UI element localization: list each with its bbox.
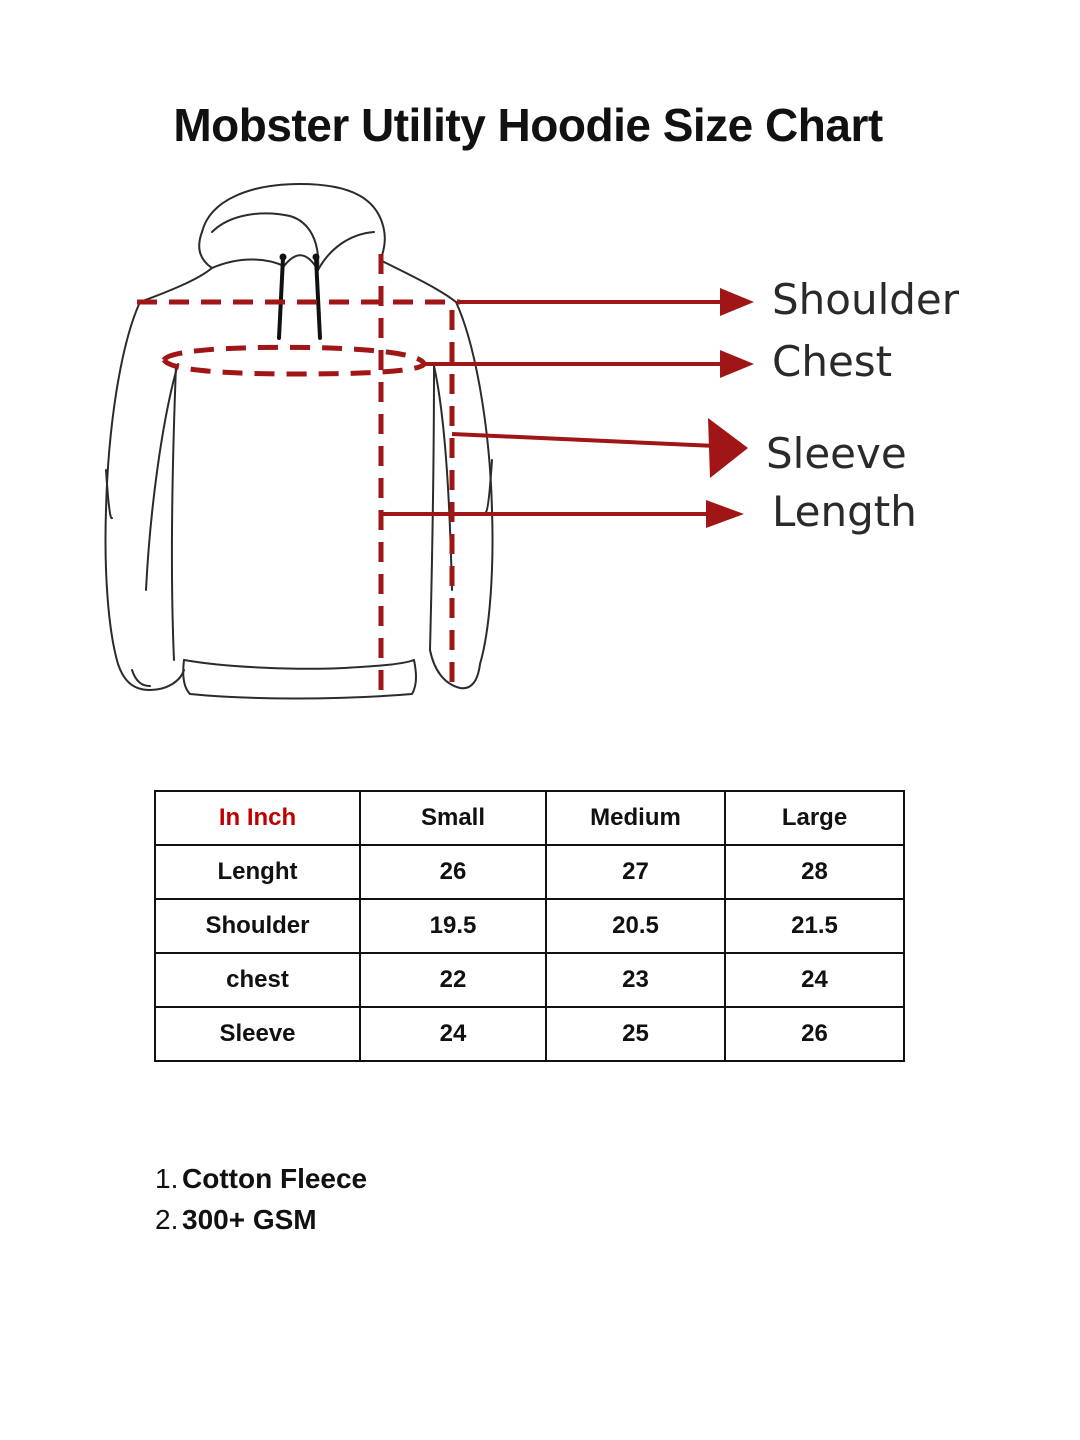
hoodie-illustration: Shoulder Chest Sleeve Length [104, 183, 960, 700]
list-number: 2. [155, 1204, 179, 1235]
spec-list: 1. Cotton Fleece 2. 300+ GSM [155, 1158, 367, 1240]
label-chest: Chest [772, 337, 892, 386]
arrow-lines [381, 300, 728, 516]
chest-guide [161, 344, 427, 377]
table-row: Sleeve 24 25 26 [154, 1006, 905, 1062]
table-cell: 23 [545, 952, 726, 1008]
row-label: Shoulder [154, 898, 361, 954]
chest-arrow-icon [720, 350, 754, 378]
column-header-large: Large [724, 790, 905, 846]
shoulder-arrow-icon [720, 288, 754, 316]
table-row: chest 22 23 24 [154, 952, 905, 1008]
table-cell: 24 [359, 1006, 547, 1062]
table-cell: 20.5 [545, 898, 726, 954]
table-cell: 28 [724, 844, 905, 900]
row-label: Sleeve [154, 1006, 361, 1062]
table-cell: 21.5 [724, 898, 905, 954]
list-item: 1. Cotton Fleece [155, 1158, 367, 1199]
table-cell: 27 [545, 844, 726, 900]
column-header-small: Small [359, 790, 547, 846]
list-item: 2. 300+ GSM [155, 1199, 367, 1240]
spec-weight: 300+ GSM [182, 1204, 317, 1235]
page-title: Mobster Utility Hoodie Size Chart [173, 99, 883, 151]
table-cell: 22 [359, 952, 547, 1008]
row-label: Lenght [154, 844, 361, 900]
length-arrow-icon [706, 500, 744, 528]
sleeve-arrow-icon [708, 418, 748, 478]
table-cell: 25 [545, 1006, 726, 1062]
size-table: In Inch Small Medium Large Lenght 26 27 … [154, 790, 905, 1062]
row-label: chest [154, 952, 361, 1008]
table-row: Shoulder 19.5 20.5 21.5 [154, 898, 905, 954]
column-header-medium: Medium [545, 790, 726, 846]
table-row: Lenght 26 27 28 [154, 844, 905, 900]
hoodie-outline [104, 183, 494, 700]
drawstring-tips [279, 253, 320, 261]
table-cell: 26 [724, 1006, 905, 1062]
measurement-guides [137, 254, 460, 700]
label-sleeve: Sleeve [766, 429, 907, 478]
arrow-heads [706, 288, 754, 528]
table-cell: 19.5 [359, 898, 547, 954]
label-shoulder: Shoulder [772, 275, 960, 324]
drawstrings [277, 256, 322, 340]
label-length: Length [772, 487, 917, 536]
hoodie-measurement-diagram: Shoulder Chest Sleeve Length [0, 170, 1080, 730]
table-cell: 24 [724, 952, 905, 1008]
spec-fabric: Cotton Fleece [182, 1163, 368, 1194]
unit-header: In Inch [154, 790, 361, 846]
table-header-row: In Inch Small Medium Large [154, 790, 905, 846]
list-number: 1. [155, 1163, 179, 1194]
table-cell: 26 [359, 844, 547, 900]
